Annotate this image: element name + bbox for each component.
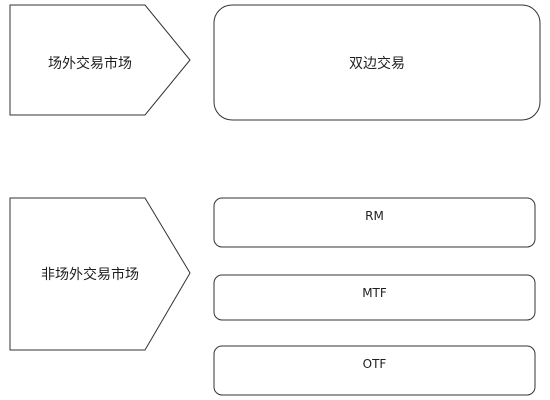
otc-market-arrow-shape — [9, 4, 191, 116]
bilateral-trading-box-shape — [213, 4, 541, 121]
non-otc-market-arrow-shape — [9, 197, 191, 351]
mtf-box-shape — [213, 274, 536, 321]
rm-box-shape — [213, 197, 536, 248]
otf-box-shape — [213, 345, 536, 396]
